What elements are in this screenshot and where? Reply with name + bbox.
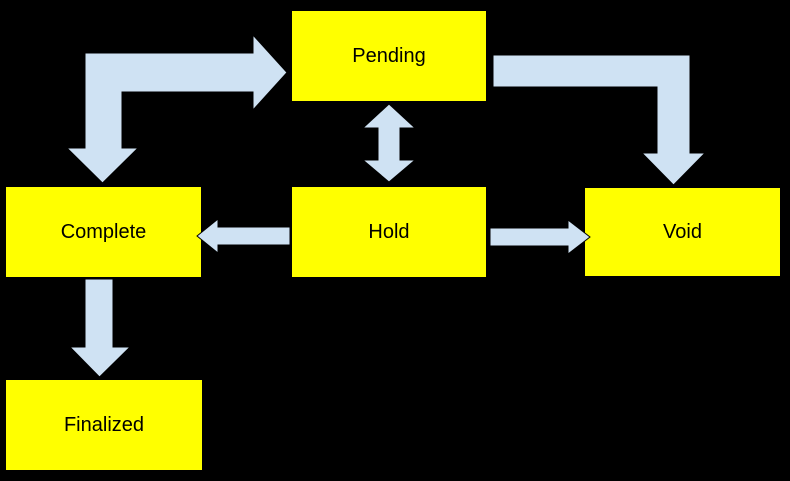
node-complete-label: Complete <box>60 220 147 243</box>
arrow-pending-hold-bidirectional-icon <box>361 103 417 183</box>
node-complete: Complete <box>4 185 203 279</box>
node-finalized-label: Finalized <box>63 413 145 436</box>
node-pending: Pending <box>290 9 488 103</box>
node-pending-label: Pending <box>352 44 426 67</box>
arrow-pending-void-icon <box>492 54 707 186</box>
node-hold-label: Hold <box>368 220 410 243</box>
arrow-hold-void-icon <box>489 218 591 256</box>
arrow-hold-complete-icon <box>196 217 291 255</box>
node-void: Void <box>583 186 782 278</box>
node-hold: Hold <box>290 185 488 279</box>
node-finalized: Finalized <box>4 378 204 472</box>
arrow-complete-finalized-icon <box>68 278 132 378</box>
node-void-label: Void <box>663 220 702 243</box>
arrow-pending-complete-bidirectional-icon <box>65 33 288 184</box>
